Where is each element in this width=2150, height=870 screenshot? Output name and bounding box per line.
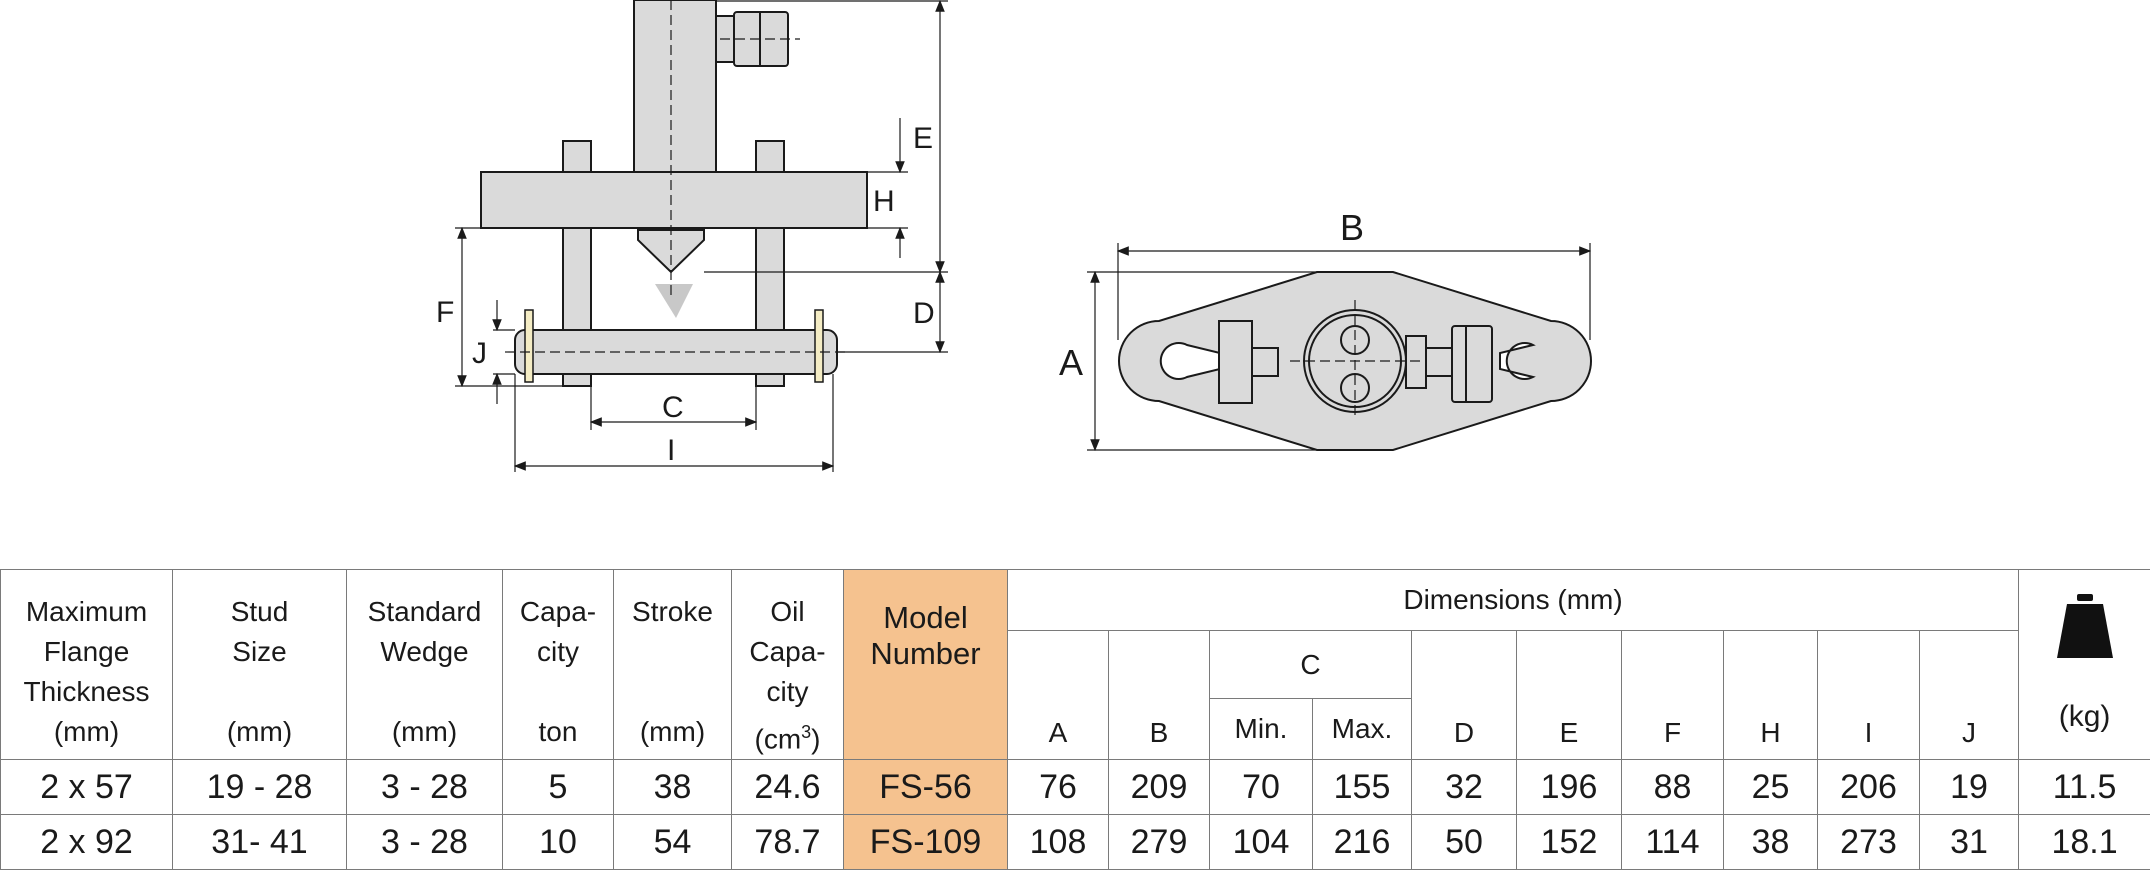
header-dim-I: I — [1818, 631, 1920, 760]
cell-I: 273 — [1818, 815, 1920, 870]
cell-flange: 2 x 57 — [1, 760, 173, 815]
label-J: J — [472, 337, 487, 370]
header-capacity: Capa- city ton — [503, 570, 614, 760]
cell-weight: 18.1 — [2019, 815, 2150, 870]
cell-C-max: 155 — [1313, 760, 1412, 815]
header-stroke: Stroke (mm) — [614, 570, 732, 760]
header-standard-wedge: Standard Wedge (mm) — [347, 570, 503, 760]
cylinder-body — [634, 0, 716, 172]
weight-icon — [2053, 592, 2117, 662]
flange-wedge — [655, 284, 693, 318]
header-dim-A: A — [1008, 631, 1109, 760]
cell-H: 25 — [1724, 760, 1818, 815]
cell-flange: 2 x 92 — [1, 815, 173, 870]
cell-C-min: 70 — [1210, 760, 1313, 815]
cell-B: 209 — [1109, 760, 1210, 815]
cell-wedge: 3 - 28 — [347, 815, 503, 870]
left-block — [1219, 321, 1252, 403]
label-A: A — [1059, 342, 1083, 383]
right-pin — [815, 310, 823, 382]
header-flange-thickness: Maximum Flange Thickness (mm) — [1, 570, 173, 760]
side-view — [481, 0, 867, 386]
cell-weight: 11.5 — [2019, 760, 2150, 815]
table-row: 2 x 92 31- 41 3 - 28 10 54 78.7 FS-109 1… — [1, 815, 2150, 870]
table-row: 2 x 57 19 - 28 3 - 28 5 38 24.6 FS-56 76… — [1, 760, 2150, 815]
header-dim-C-max: Max. — [1313, 699, 1412, 760]
header-dim-F: F — [1622, 631, 1724, 760]
right-post-top — [756, 141, 784, 172]
header-dim-C: C — [1210, 631, 1412, 699]
cell-capacity: 5 — [503, 760, 614, 815]
header-dim-C-min: Min. — [1210, 699, 1313, 760]
cell-H: 38 — [1724, 815, 1818, 870]
cell-C-min: 104 — [1210, 815, 1313, 870]
cell-E: 152 — [1517, 815, 1622, 870]
header-dimensions: Dimensions (mm) — [1008, 570, 2019, 631]
label-C: C — [662, 391, 684, 424]
left-post-top — [563, 141, 591, 172]
cell-capacity: 10 — [503, 815, 614, 870]
cell-E: 196 — [1517, 760, 1622, 815]
label-E: E — [913, 122, 933, 155]
left-pin — [525, 310, 533, 382]
cell-A: 76 — [1008, 760, 1109, 815]
cell-wedge: 3 - 28 — [347, 760, 503, 815]
cell-oil: 78.7 — [732, 815, 844, 870]
label-I: I — [667, 434, 675, 467]
cell-stud: 31- 41 — [173, 815, 347, 870]
header-dim-J: J — [1920, 631, 2019, 760]
header-oil-capacity: Oil Capa- city (cm3) — [732, 570, 844, 760]
cell-model: FS-109 — [844, 815, 1008, 870]
right-nut — [1406, 336, 1426, 388]
header-weight: (kg) — [2019, 570, 2150, 760]
cell-D: 32 — [1412, 760, 1517, 815]
cell-model: FS-56 — [844, 760, 1008, 815]
cell-I: 206 — [1818, 760, 1920, 815]
right-fitting — [1426, 348, 1452, 376]
upper-crossbar — [481, 172, 867, 228]
cell-B: 279 — [1109, 815, 1210, 870]
cell-stud: 19 - 28 — [173, 760, 347, 815]
label-D: D — [913, 297, 935, 330]
wedge-tip — [638, 230, 704, 272]
header-dim-B: B — [1109, 631, 1210, 760]
cell-F: 88 — [1622, 760, 1724, 815]
header-model-number: Model Number — [844, 570, 1008, 760]
header-dim-D: D — [1412, 631, 1517, 760]
cell-stroke: 54 — [614, 815, 732, 870]
cell-J: 31 — [1920, 815, 2019, 870]
cell-stroke: 38 — [614, 760, 732, 815]
cell-F: 114 — [1622, 815, 1724, 870]
spec-table: Maximum Flange Thickness (mm) Stud Size … — [0, 569, 2150, 870]
cell-D: 50 — [1412, 815, 1517, 870]
header-dim-E: E — [1517, 631, 1622, 760]
label-H: H — [873, 185, 895, 218]
cell-C-max: 216 — [1313, 815, 1412, 870]
header-dim-H: H — [1724, 631, 1818, 760]
label-B: B — [1340, 207, 1364, 248]
cell-A: 108 — [1008, 815, 1109, 870]
cell-J: 19 — [1920, 760, 2019, 815]
header-stud-size: Stud Size (mm) — [173, 570, 347, 760]
label-F: F — [436, 296, 454, 329]
cell-oil: 24.6 — [732, 760, 844, 815]
right-coupler — [1452, 326, 1492, 402]
technical-drawing: E H D F J C I B — [0, 0, 2150, 560]
left-stub — [1252, 348, 1278, 376]
